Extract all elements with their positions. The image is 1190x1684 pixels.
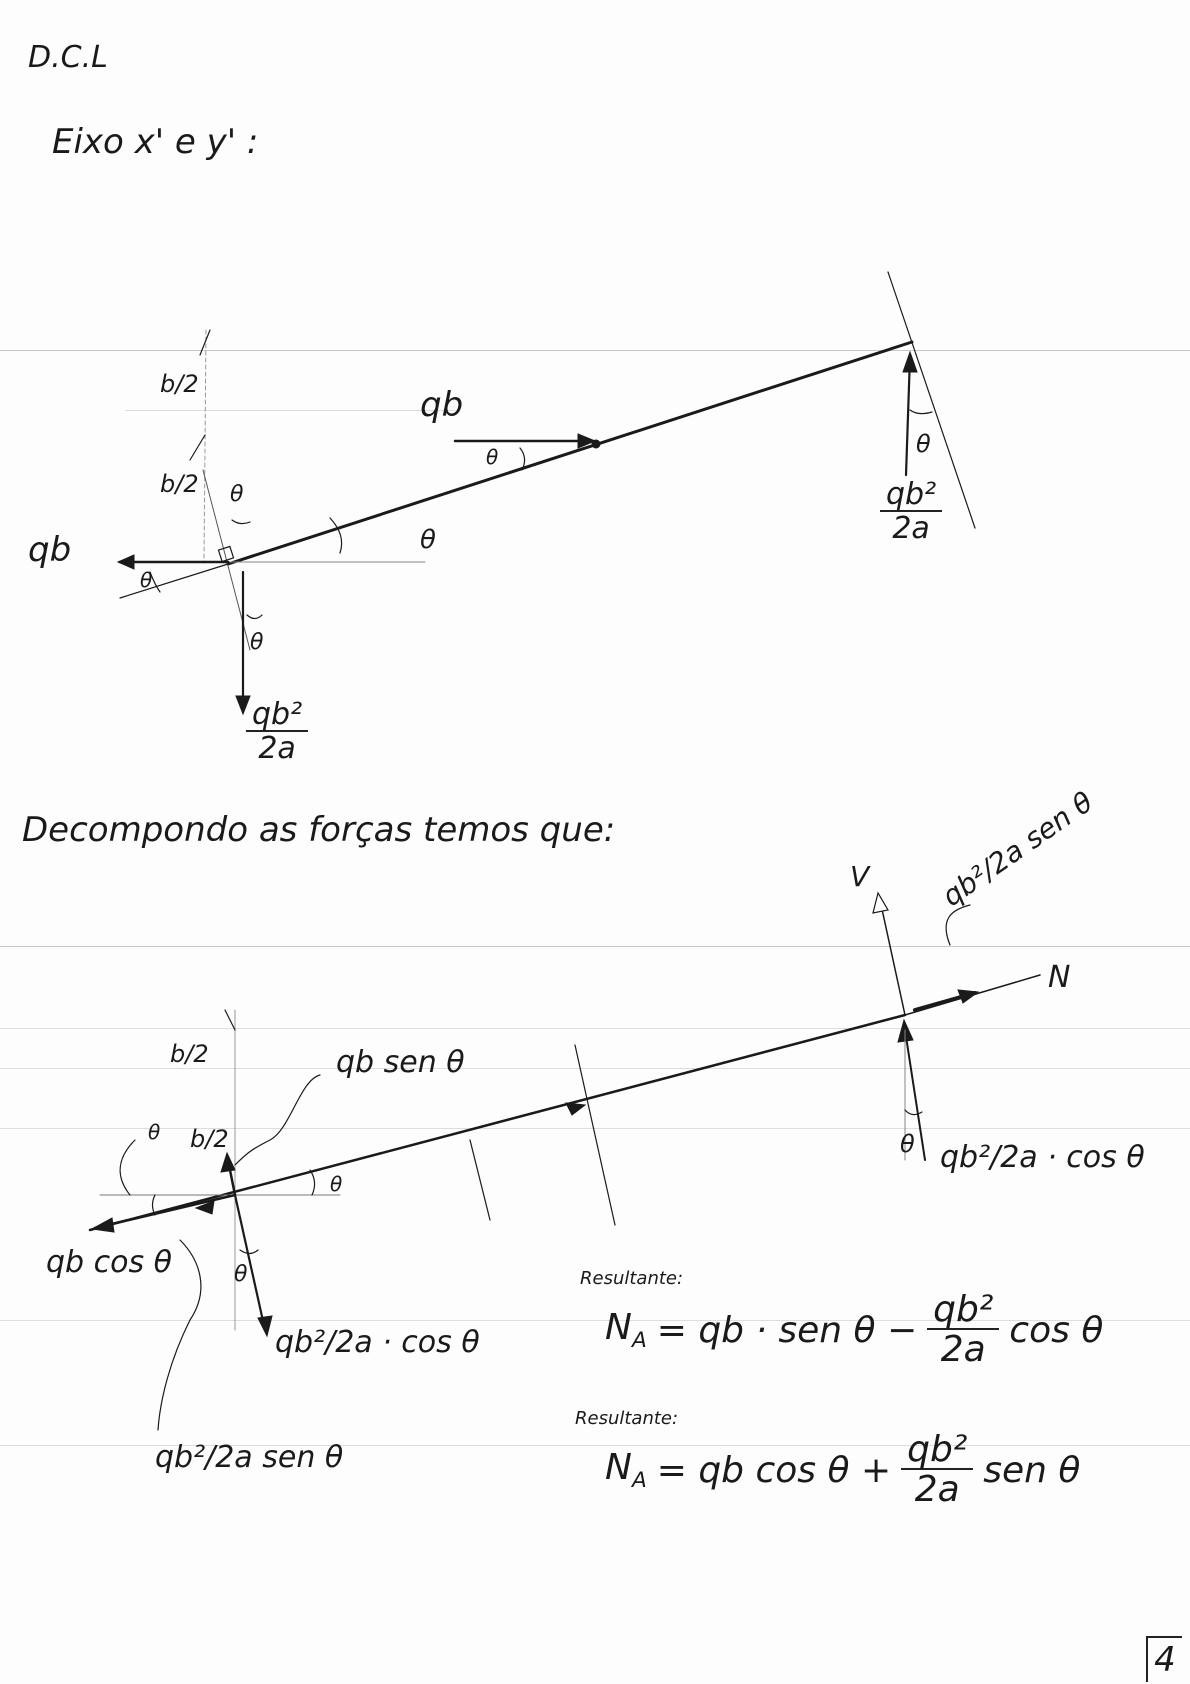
label-qb-right: qb — [420, 385, 464, 425]
axis-label-v: V — [850, 860, 870, 893]
fraction-denominator: 2a — [940, 1329, 986, 1370]
label-theta: θ — [250, 630, 264, 655]
fraction-denominator: 2a — [892, 511, 930, 546]
fraction-numerator: qb² — [880, 480, 943, 512]
label-theta: θ — [234, 1262, 248, 1287]
equation-term: sen θ — [983, 1449, 1081, 1491]
equation-term: = qb · sen θ − — [656, 1309, 918, 1351]
label-b-half-mid: b/2 — [160, 470, 199, 498]
label-theta: θ — [916, 430, 931, 458]
component-label-qb-sen: qb sen θ — [336, 1045, 465, 1080]
lhs-subscript: A — [631, 1468, 647, 1494]
label-theta: θ — [140, 568, 153, 592]
component-label-qb-cos: qb cos θ — [46, 1245, 172, 1280]
lhs-subscript: A — [631, 1328, 647, 1354]
fraction-numerator: qb² — [927, 1292, 1000, 1330]
label-theta: θ — [230, 482, 244, 507]
lhs-symbol: N — [605, 1306, 632, 1348]
equation-term: = qb cos θ + — [656, 1449, 892, 1491]
ruled-line — [0, 1445, 1190, 1446]
label-theta: θ — [148, 1120, 161, 1144]
result-label: Resultante: — [575, 1408, 679, 1429]
ruled-line — [0, 1320, 1190, 1321]
axis-label-n: N — [1048, 960, 1071, 995]
label-theta: θ — [486, 445, 499, 469]
label-theta: θ — [900, 1130, 915, 1158]
label-b-half-mid: b/2 — [190, 1125, 229, 1153]
fraction-denominator: 2a — [914, 1469, 960, 1510]
label-b-half-top: b/2 — [170, 1040, 209, 1068]
page-title: D.C.L — [28, 40, 108, 75]
component-label: qb²/2a · cos θ — [940, 1140, 1145, 1175]
ruled-line — [0, 1068, 1190, 1069]
ruled-line — [0, 946, 1190, 947]
equation-lhs: NA — [605, 1307, 647, 1353]
ruled-line — [0, 1028, 1190, 1029]
page-number: 4 — [1146, 1636, 1182, 1682]
label-b-half-top: b/2 — [160, 370, 199, 398]
component-label: qb²/2a · cos θ — [275, 1325, 480, 1360]
label-qb-left: qb — [28, 530, 72, 570]
equation-term: cos θ — [1009, 1309, 1104, 1351]
ruled-line — [0, 350, 1190, 351]
fraction-numerator: qb² — [901, 1432, 974, 1470]
ruled-line — [125, 410, 455, 411]
section-heading: Decompondo as forças temos que: — [22, 810, 616, 850]
label-theta: θ — [420, 525, 436, 555]
component-label: qb²/2a sen θ — [155, 1440, 344, 1475]
ruled-line — [0, 1128, 1190, 1129]
fraction-numerator: qb² — [246, 700, 309, 732]
result-label: Resultante: — [580, 1268, 684, 1289]
fraction-denominator: 2a — [258, 731, 296, 766]
lhs-symbol: N — [605, 1446, 632, 1488]
label-theta: θ — [330, 1172, 343, 1196]
equation-lhs: NA — [605, 1447, 647, 1493]
axes-subtitle: Eixo x' e y' : — [52, 122, 259, 162]
